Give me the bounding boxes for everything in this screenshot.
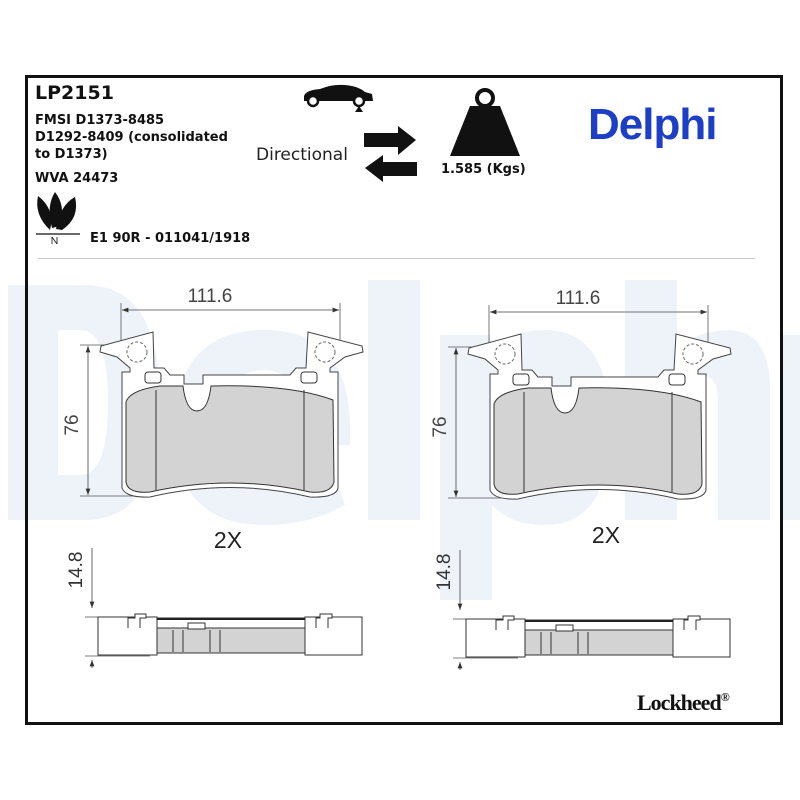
fmsi-line: to D1373) [35, 147, 108, 162]
brake-pad-drawing-left [80, 303, 363, 668]
height-dimension: 76 [62, 414, 83, 435]
directional-arrows-icon [364, 126, 417, 182]
wva-number: WVA 24473 [35, 171, 119, 186]
width-dimension: 111.6 [556, 288, 601, 309]
delphi-logo: Delphi [588, 100, 717, 149]
part-number: LP2151 [35, 82, 114, 104]
weight-label: 1.585 (Kgs) [441, 162, 526, 177]
approval-number: E1 90R - 011041/1918 [90, 231, 251, 246]
directional-label: Directional [256, 145, 348, 165]
quantity-label: 2X [592, 522, 620, 548]
brake-pad-drawing-right [448, 305, 731, 670]
registered-mark: ® [720, 690, 730, 704]
fmsi-line: D1292-8409 (consolidated [35, 130, 228, 145]
thickness-dimension: 14.8 [434, 554, 455, 591]
weight-icon [450, 88, 520, 156]
width-dimension: 111.6 [188, 286, 233, 307]
lockheed-logo: Lockheed® [637, 690, 730, 716]
lockheed-text: Lockheed [637, 690, 722, 715]
separator [38, 258, 755, 259]
car-rear-axle-icon [304, 84, 373, 112]
height-dimension: 76 [430, 416, 451, 437]
drawing-frame [25, 75, 783, 725]
thickness-dimension: 14.8 [66, 552, 87, 589]
eco-leaf-icon [36, 192, 80, 245]
fmsi-line: FMSI D1373-8485 [35, 113, 165, 128]
quantity-label: 2X [214, 527, 242, 553]
